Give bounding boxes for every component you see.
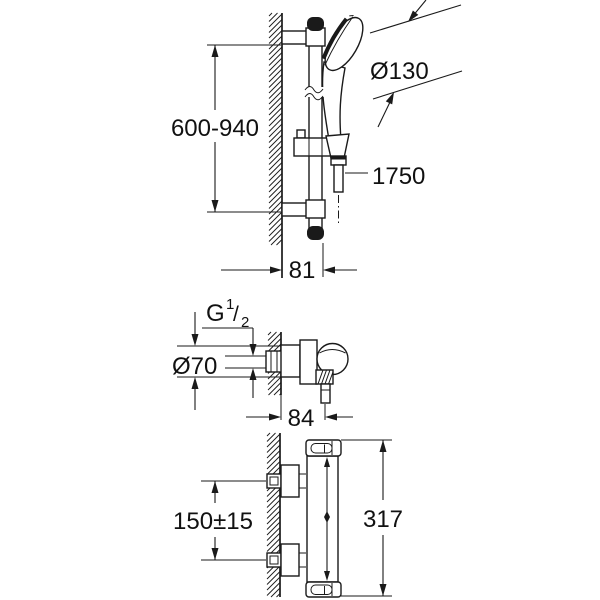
dim-rail-depth-group: 81 bbox=[221, 243, 357, 284]
valve-body bbox=[299, 339, 318, 385]
escutcheon bbox=[280, 344, 301, 378]
figure-valve-side: Ø70 G 1 / 2 bbox=[172, 288, 353, 432]
hand-shower-handle bbox=[321, 61, 346, 141]
dim-body-height-group: 317 bbox=[341, 439, 403, 597]
figure-shower-rail: 600-940 bbox=[171, 0, 463, 284]
dim-body-height: 317 bbox=[363, 506, 403, 533]
handle-cap-bottom bbox=[305, 581, 342, 598]
wall-hatch-bottom bbox=[266, 432, 281, 598]
dim-head-diameter: Ø130 bbox=[370, 58, 429, 85]
dim-rail-height-group: 600-940 bbox=[171, 44, 281, 213]
hose-outlet-knurl bbox=[315, 369, 334, 385]
knob-ring bbox=[319, 349, 346, 354]
dim-valve-depth-group: 84 bbox=[246, 404, 353, 432]
glider-body bbox=[293, 137, 332, 157]
rail-end-cap-bottom bbox=[307, 226, 324, 240]
wall-hatch-top bbox=[268, 12, 283, 246]
rail-bracket-top bbox=[281, 30, 308, 45]
hose-outlet-stem bbox=[320, 383, 331, 404]
dim-connection-spacing: 150±15 bbox=[173, 508, 253, 535]
thread-denominator: 2 bbox=[241, 314, 249, 331]
dim-rail-depth: 81 bbox=[289, 257, 316, 284]
body-internal-dimension bbox=[324, 457, 330, 581]
rail-break-curve-1 bbox=[304, 86, 324, 94]
dim-head-diameter-group: Ø130 bbox=[369, 0, 463, 128]
thread-numerator: 1 bbox=[226, 296, 234, 313]
dim-hose-length: 1750 bbox=[372, 163, 425, 190]
shower-hose bbox=[333, 164, 344, 193]
dim-connection-spacing-group: 150±15 bbox=[173, 480, 266, 561]
dim-thread-group: G 1 / 2 bbox=[202, 288, 257, 398]
connection-top bbox=[266, 464, 306, 498]
spray-face-edge bbox=[321, 17, 348, 60]
thread-g: G bbox=[206, 300, 225, 327]
dim-rail-height: 600-940 bbox=[171, 115, 259, 142]
rail-break-curve-2 bbox=[304, 93, 324, 101]
glider-lock-button bbox=[296, 129, 306, 139]
dim-valve-depth: 84 bbox=[288, 405, 315, 432]
rail-clamp-bottom bbox=[305, 199, 326, 219]
figure-thermostat-front: 150±15 bbox=[173, 432, 403, 598]
connection-bottom bbox=[266, 543, 306, 577]
dim-escutcheon-diameter-group: Ø70 bbox=[172, 312, 281, 410]
thermostat-body bbox=[306, 455, 339, 583]
rail-bracket-bottom bbox=[281, 202, 308, 217]
connection-nut bbox=[265, 350, 283, 373]
thread-slash: / bbox=[233, 303, 239, 326]
dim-hose-length-group: 1750 bbox=[345, 163, 425, 190]
rail-end-cap-top bbox=[307, 17, 324, 31]
thread-label: G 1 / 2 bbox=[206, 288, 249, 331]
handle-cap-top bbox=[305, 439, 342, 457]
dim-escutcheon-diameter: Ø70 bbox=[172, 353, 217, 380]
hand-shower-head bbox=[321, 14, 364, 72]
